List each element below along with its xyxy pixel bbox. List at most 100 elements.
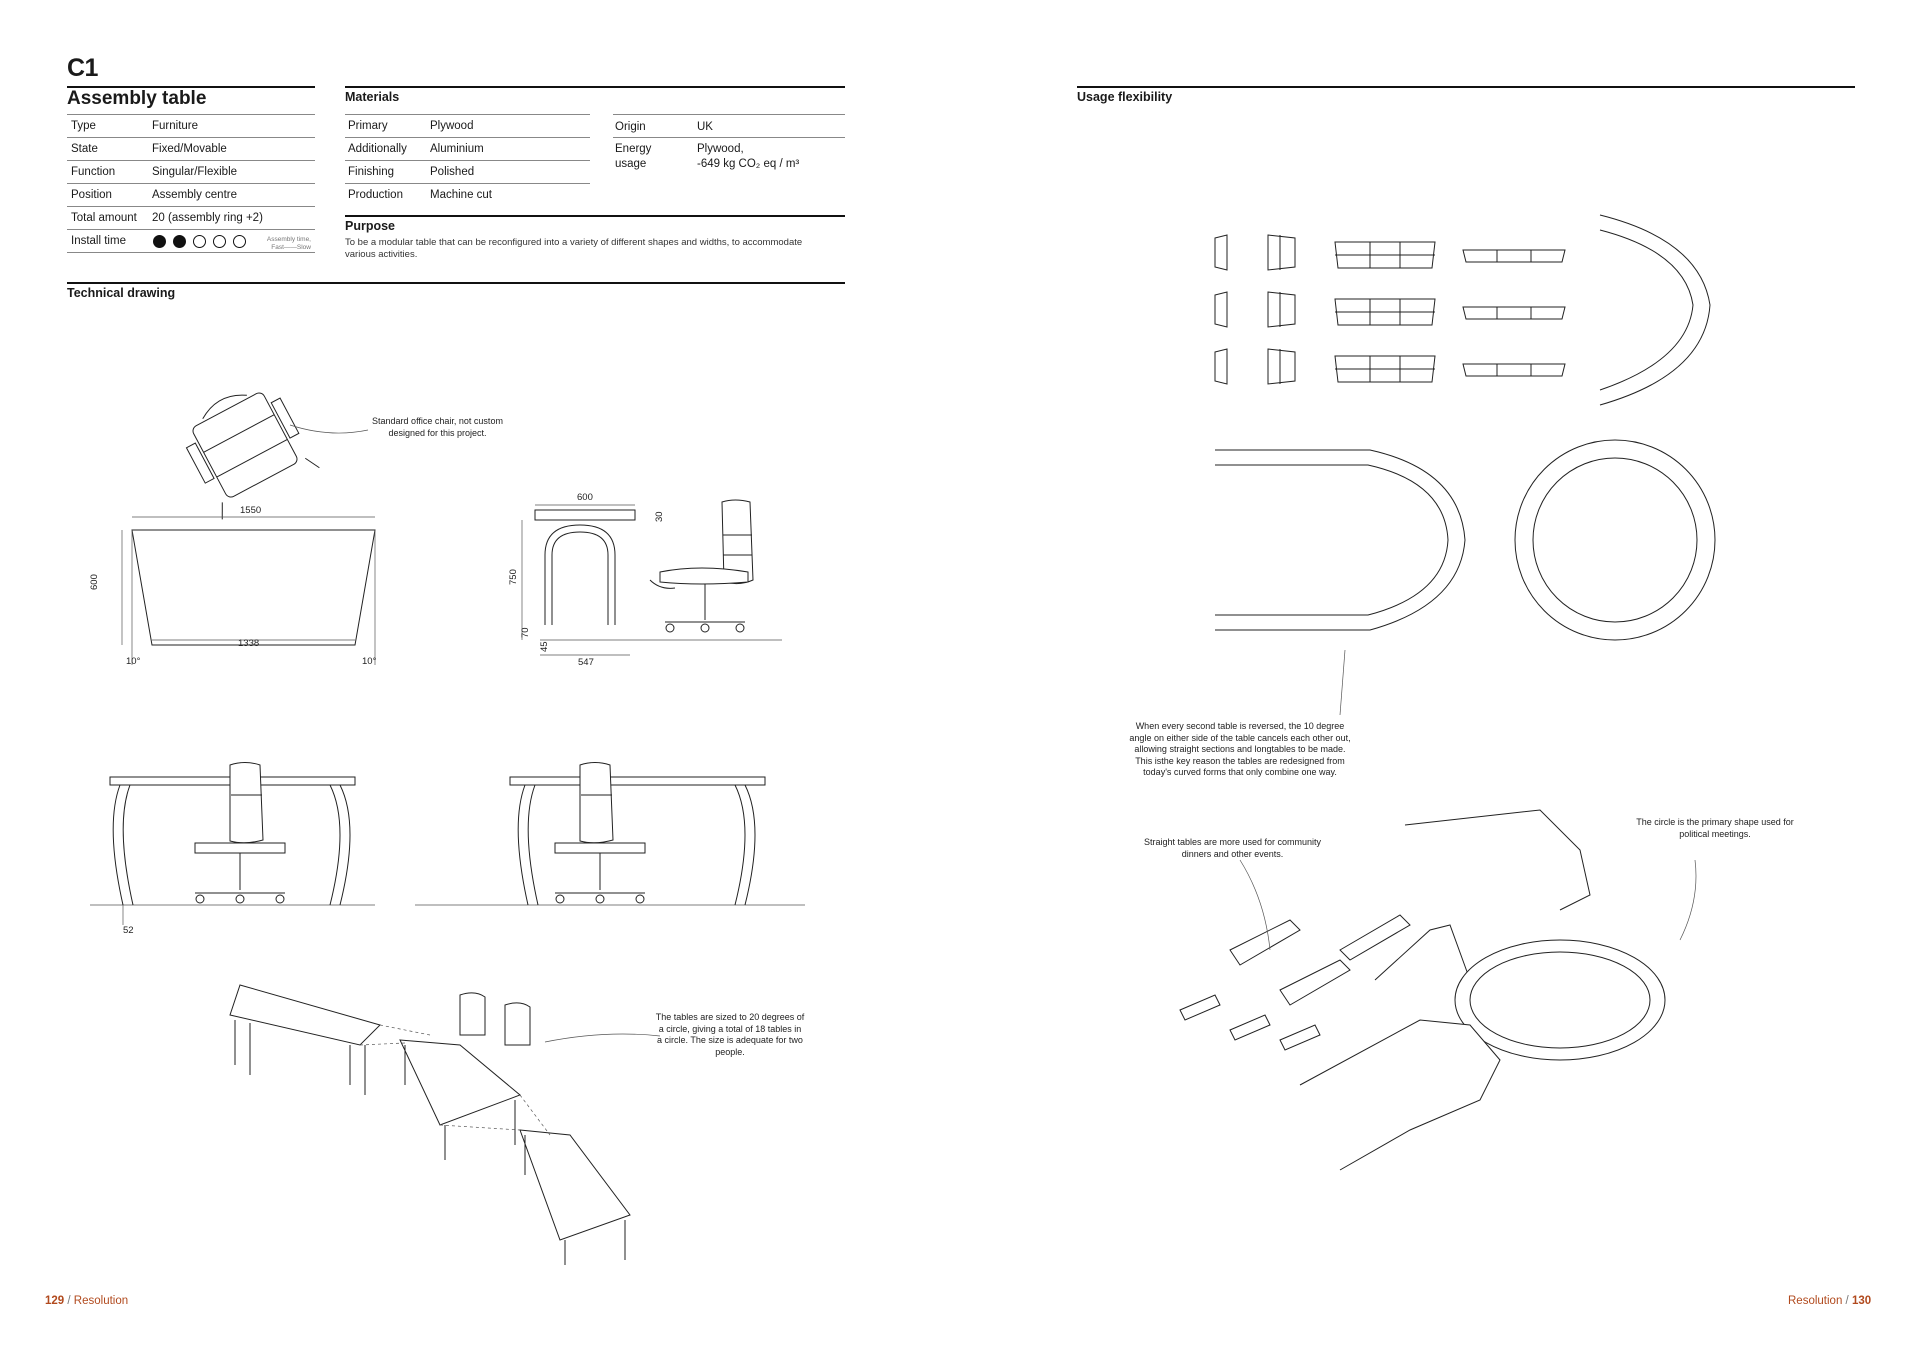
table-plan-shape bbox=[1462, 306, 1566, 320]
dim-side-width: 600 bbox=[577, 492, 593, 503]
rating-dot bbox=[233, 235, 246, 248]
dim-foot-width: 45 bbox=[539, 641, 550, 652]
divider bbox=[613, 137, 845, 138]
dim-foot-height: 70 bbox=[520, 627, 531, 638]
energy-label-2: usage bbox=[615, 158, 647, 170]
table-plan-shape bbox=[1267, 291, 1296, 328]
material-label: Production bbox=[348, 189, 403, 201]
dim-height: 750 bbox=[508, 569, 519, 585]
section-name: Resolution bbox=[1788, 1295, 1843, 1307]
divider bbox=[67, 206, 315, 207]
material-label: Finishing bbox=[348, 166, 395, 178]
origin-label: Origin bbox=[615, 121, 646, 133]
circle-note: The circle is the primary shape used for… bbox=[1636, 817, 1794, 839]
spec-value: 20 (assembly ring +2) bbox=[152, 212, 263, 224]
energy-value-1: Plywood, bbox=[697, 143, 744, 155]
table-plan-shape bbox=[1462, 249, 1566, 263]
energy-value-2: -649 kg CO₂ eq / m³ bbox=[697, 158, 800, 170]
chair-note: Standard office chair, not custom design… bbox=[372, 416, 503, 438]
material-label: Primary bbox=[348, 120, 388, 132]
straight-tables-note: Straight tables are more used for commun… bbox=[1143, 837, 1322, 859]
spec-value: Singular/Flexible bbox=[152, 166, 238, 178]
separator: / bbox=[1845, 1295, 1849, 1307]
divider bbox=[345, 183, 590, 184]
footer-right: Resolution / 130 bbox=[1788, 1295, 1871, 1307]
rating-dot bbox=[193, 235, 206, 248]
divider bbox=[345, 86, 845, 88]
materials-heading: Materials bbox=[345, 90, 400, 104]
tables-note: The tables are sized to 20 degrees of a … bbox=[655, 1012, 805, 1057]
dim-leg-offset: 52 bbox=[123, 925, 134, 936]
divider bbox=[345, 114, 590, 115]
spec-label: Install time bbox=[71, 235, 126, 247]
page-number: 129 bbox=[45, 1295, 65, 1307]
dim-top-width: 1550 bbox=[240, 505, 261, 516]
divider bbox=[67, 229, 315, 230]
separator: / bbox=[67, 1295, 71, 1307]
dim-depth: 600 bbox=[89, 574, 100, 590]
table-plan-shape bbox=[1214, 234, 1228, 271]
dim-angle-right: 10° bbox=[362, 656, 377, 667]
table-plan-drawing: 1550 1338 600 10° 10° bbox=[89, 505, 377, 667]
page-number: 130 bbox=[1851, 1295, 1872, 1307]
spec-value: Fixed/Movable bbox=[152, 143, 227, 155]
divider bbox=[67, 252, 315, 253]
divider bbox=[345, 160, 590, 161]
install-time-legend: Assembly time, Fast——Slow bbox=[255, 236, 311, 252]
divider bbox=[1077, 86, 1855, 88]
table-plan-shape bbox=[1496, 364, 1532, 376]
dim-top-thickness: 30 bbox=[654, 511, 665, 522]
divider bbox=[345, 137, 590, 138]
spec-label: Position bbox=[71, 189, 112, 201]
table-plan-shape bbox=[1267, 234, 1296, 271]
footer-left: 129 / Resolution bbox=[45, 1295, 128, 1307]
reversed-tables-note: When every second table is reversed, the… bbox=[1129, 721, 1351, 777]
page-title: Assembly table bbox=[67, 88, 207, 109]
usage-flexibility-heading: Usage flexibility bbox=[1077, 90, 1173, 104]
rating-dot bbox=[173, 235, 186, 248]
rating-dot bbox=[213, 235, 226, 248]
table-plan-shape bbox=[1267, 348, 1296, 385]
chair-top-view-drawing bbox=[185, 392, 320, 520]
dim-bottom-width: 1338 bbox=[238, 638, 259, 649]
table-plan-shape bbox=[1214, 348, 1228, 385]
divider bbox=[67, 86, 315, 88]
table-front-elevation-drawing: 52 bbox=[90, 762, 805, 936]
spec-value: Furniture bbox=[152, 120, 199, 132]
legend-top: Assembly time, bbox=[266, 236, 311, 243]
purpose-heading: Purpose bbox=[345, 219, 396, 233]
divider bbox=[67, 282, 845, 284]
purpose-text: To be a modular table that can be reconf… bbox=[345, 237, 803, 260]
legend-bottom: Fast——Slow bbox=[271, 244, 311, 251]
divider bbox=[345, 215, 845, 217]
leader-line bbox=[289, 424, 369, 434]
spec-label: Total amount bbox=[71, 212, 137, 224]
material-value: Machine cut bbox=[430, 189, 493, 201]
spec-label: Type bbox=[71, 120, 96, 132]
divider bbox=[67, 183, 315, 184]
table-isometric-drawing bbox=[229, 984, 631, 1265]
table-plan-shape bbox=[1214, 291, 1228, 328]
dim-base-width: 547 bbox=[578, 657, 594, 668]
table-side-elevation-drawing: 600 30 750 70 45 547 bbox=[508, 492, 782, 668]
divider bbox=[67, 160, 315, 161]
divider bbox=[67, 114, 315, 115]
table-plan-shape bbox=[1496, 307, 1532, 319]
configuration-plans-drawing bbox=[1214, 214, 1716, 716]
material-label: Additionally bbox=[348, 143, 407, 155]
material-value: Polished bbox=[430, 166, 475, 178]
spec-label: State bbox=[71, 143, 98, 155]
divider bbox=[613, 114, 845, 115]
leader-line bbox=[544, 1033, 661, 1043]
material-value: Aluminium bbox=[430, 143, 484, 155]
table-plan-shape bbox=[1462, 363, 1566, 377]
origin-value: UK bbox=[697, 121, 713, 133]
table-plan-shape bbox=[1496, 250, 1532, 262]
technical-drawing-heading: Technical drawing bbox=[67, 286, 176, 300]
spec-label: Function bbox=[71, 166, 116, 178]
page-code: C1 bbox=[67, 54, 98, 82]
configuration-isometric-drawing bbox=[1179, 809, 1697, 1171]
energy-label-1: Energy bbox=[615, 143, 652, 155]
spec-value: Assembly centre bbox=[152, 189, 238, 201]
dim-angle-left: 10° bbox=[126, 656, 141, 667]
